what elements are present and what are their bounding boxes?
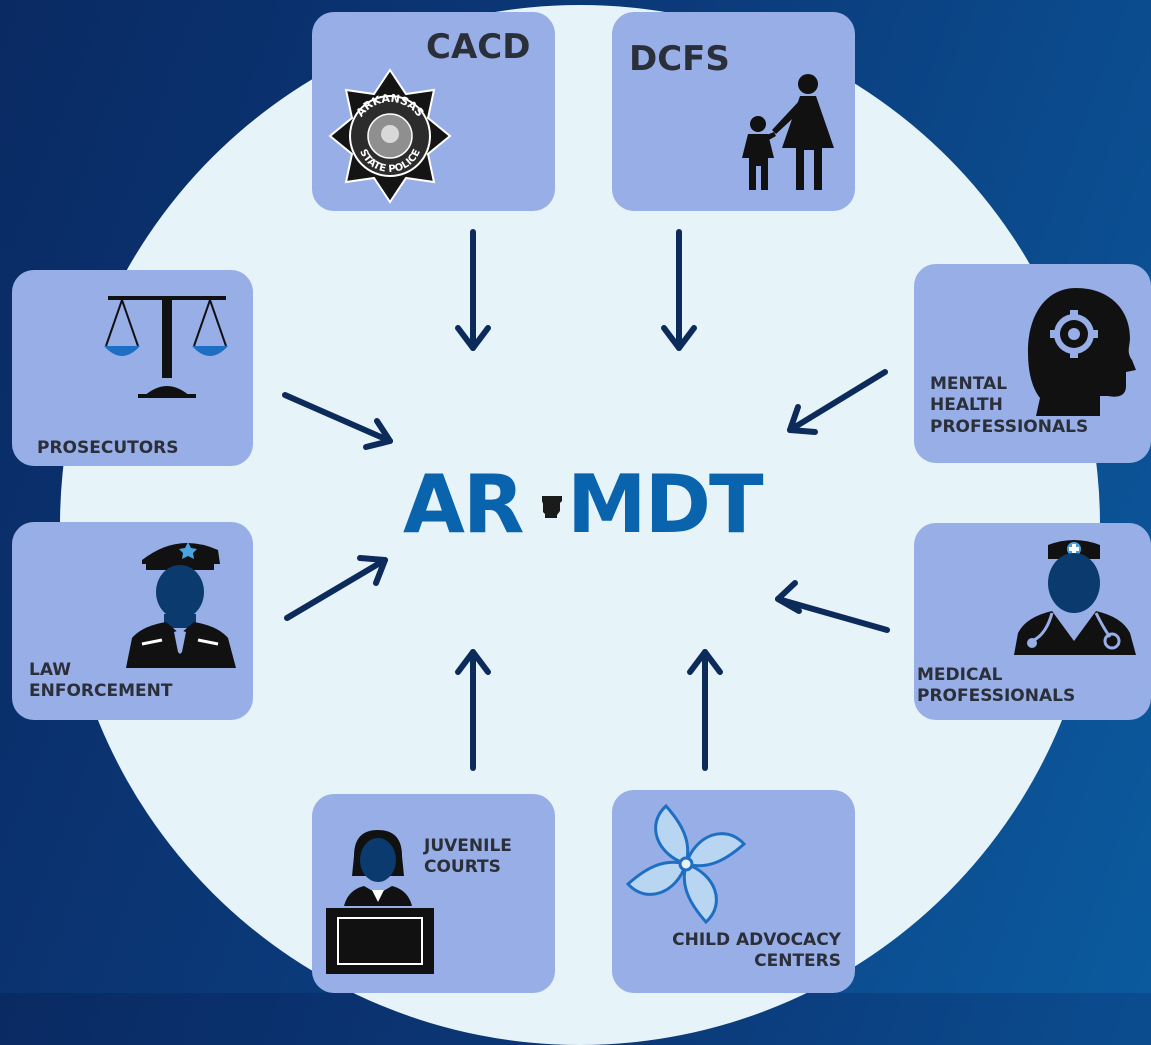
cacd-label: CACD bbox=[426, 27, 531, 67]
arrow-dcfs bbox=[661, 229, 697, 351]
child-advocacy-label: CHILD ADVOCACY CENTERS bbox=[672, 930, 841, 972]
title-mdt: MDT bbox=[567, 458, 764, 551]
node-mental-health: MENTAL HEALTH PROFESSIONALS bbox=[914, 264, 1151, 463]
police-officer-icon bbox=[126, 542, 236, 668]
doctor-icon bbox=[1014, 540, 1136, 655]
arrows-layer bbox=[282, 229, 890, 771]
node-prosecutors: PROSECUTORS bbox=[12, 270, 253, 466]
node-medical: MEDICAL PROFESSIONALS bbox=[914, 523, 1151, 720]
law-enforcement-label: LAW ENFORCEMENT bbox=[29, 660, 173, 702]
head-gear-icon bbox=[1028, 288, 1136, 416]
arrow-juvenile-courts bbox=[455, 649, 491, 771]
dcfs-label: DCFS bbox=[629, 39, 730, 79]
arrow-child-advocacy bbox=[687, 649, 723, 771]
armdt-title: AR MDT bbox=[395, 455, 785, 555]
node-cacd: CACD ARKANSAS STATE POLICE bbox=[312, 12, 555, 211]
prosecutors-label: PROSECUTORS bbox=[37, 438, 179, 458]
medical-label: MEDICAL PROFESSIONALS bbox=[917, 665, 1076, 707]
judge-at-podium-icon bbox=[326, 830, 434, 974]
arrow-mental-health bbox=[787, 369, 888, 435]
arrow-medical bbox=[775, 580, 890, 633]
node-dcfs: DCFS bbox=[612, 12, 855, 211]
state-police-badge-icon: ARKANSAS STATE POLICE bbox=[328, 68, 452, 204]
node-law-enforcement: LAW ENFORCEMENT bbox=[12, 522, 253, 720]
parent-child-icon bbox=[742, 74, 834, 190]
pinwheel-icon bbox=[625, 803, 747, 925]
arrow-law-enforcement bbox=[284, 555, 388, 621]
node-child-advocacy: CHILD ADVOCACY CENTERS bbox=[612, 790, 855, 993]
arrow-prosecutors bbox=[282, 392, 393, 450]
arrow-cacd bbox=[455, 229, 491, 351]
scales-of-justice-icon bbox=[104, 296, 228, 398]
mental-health-label: MENTAL HEALTH PROFESSIONALS bbox=[930, 374, 1089, 437]
juvenile-courts-label: JUVENILE COURTS bbox=[424, 836, 512, 878]
arkansas-state-icon bbox=[542, 496, 562, 518]
diagram-stage: AR MDT CACD ARKANSAS STATE POLICE DCF bbox=[12, 5, 1151, 1045]
title-ar: AR bbox=[403, 458, 525, 551]
node-juvenile-courts: JUVENILE COURTS bbox=[312, 794, 555, 993]
